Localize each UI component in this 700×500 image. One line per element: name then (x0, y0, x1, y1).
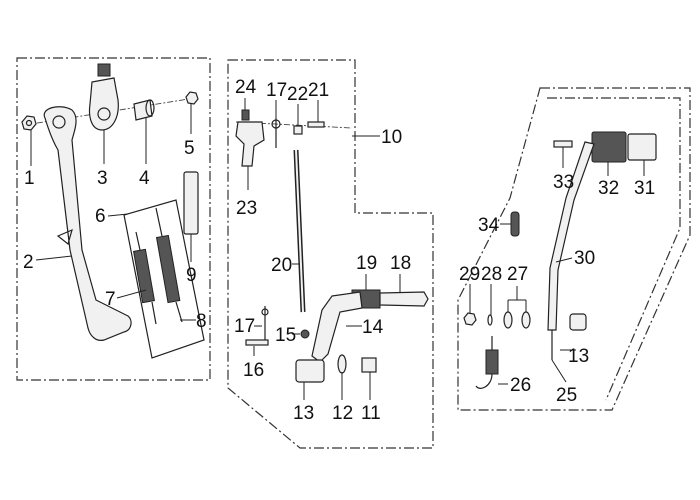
callout-10: 10 (381, 127, 402, 148)
callout-34: 34 (478, 215, 500, 236)
part-washer-27b (521, 311, 531, 329)
part-rubber-32 (591, 131, 627, 163)
callout-13-shift: 13 (568, 346, 589, 367)
part-rubber-9 (183, 171, 199, 235)
callout-5: 5 (184, 138, 195, 159)
part-nut-29 (463, 312, 477, 326)
callout-27: 27 (507, 264, 528, 285)
part-bushing-13-brake (295, 359, 325, 383)
callout-16: 16 (243, 360, 264, 381)
callout-18: 18 (390, 253, 411, 274)
part-spring-7 (132, 231, 157, 325)
callout-13-brake: 13 (293, 403, 314, 424)
part-15 (300, 329, 310, 339)
callout-24: 24 (235, 77, 257, 98)
part-nut-1 (21, 115, 37, 131)
part-sleeve-31 (627, 133, 657, 161)
callout-6: 6 (95, 206, 106, 227)
callout-28: 28 (481, 264, 502, 285)
callout-12: 12 (332, 403, 353, 424)
part-bushing-4 (133, 99, 155, 121)
part-washer-28 (487, 314, 493, 326)
callout-31: 31 (634, 178, 655, 199)
callout-8: 8 (196, 311, 207, 332)
part-pedal-14 (311, 291, 363, 363)
gear-shift-group-frame (457, 87, 691, 411)
part-washer-27a (503, 311, 513, 329)
part-bolt-21 (307, 121, 325, 128)
callout-32: 32 (598, 178, 619, 199)
part-pin-17-bottom (261, 306, 269, 340)
part-pin-18 (379, 291, 429, 307)
callout-2: 2 (23, 252, 34, 273)
part-lever-23 (235, 121, 265, 167)
part-spring-34 (510, 211, 520, 237)
callout-1: 1 (24, 168, 35, 189)
brake-axis-line (235, 121, 353, 129)
part-22 (293, 125, 303, 135)
callout-26: 26 (510, 375, 531, 396)
callout-3: 3 (97, 168, 108, 189)
callout-25: 25 (556, 385, 577, 406)
part-24 (241, 109, 250, 121)
callout-21: 21 (308, 80, 329, 101)
callout-30: 30 (574, 248, 595, 269)
part-rod-20 (293, 149, 306, 313)
part-16 (245, 339, 269, 346)
callout-15: 15 (275, 325, 296, 346)
brake-pedal-group-frame (227, 59, 434, 449)
part-shift-lever-30 (547, 141, 595, 331)
part-washer-12 (337, 354, 347, 374)
callout-17-bottom: 17 (234, 316, 255, 337)
part-spring-26 (475, 336, 499, 389)
callout-22: 22 (287, 84, 308, 105)
gear-shift-inner-frame (547, 97, 681, 401)
part-nut-5 (185, 91, 199, 105)
callout-19: 19 (356, 253, 377, 274)
part-bolt-33 (553, 140, 573, 148)
part-pin-17-top (271, 118, 281, 148)
part-spring-8 (155, 207, 183, 323)
callout-23: 23 (236, 198, 257, 219)
callout-14: 14 (362, 317, 384, 338)
callout-20: 20 (271, 255, 292, 276)
callout-33: 33 (553, 172, 574, 193)
callout-11: 11 (361, 403, 381, 424)
callout-29: 29 (459, 264, 480, 285)
part-bushing-13-shift (569, 313, 587, 331)
part-bolt-11 (361, 357, 377, 373)
spring-kit-box-6 (123, 199, 205, 359)
part-switch-3 (88, 63, 119, 131)
side-stand-group-frame (16, 57, 211, 381)
callout-7: 7 (105, 289, 116, 310)
callout-4: 4 (139, 168, 150, 189)
part-side-stand-2 (43, 106, 132, 341)
callout-9: 9 (186, 265, 197, 286)
callout-17-top: 17 (266, 80, 287, 101)
